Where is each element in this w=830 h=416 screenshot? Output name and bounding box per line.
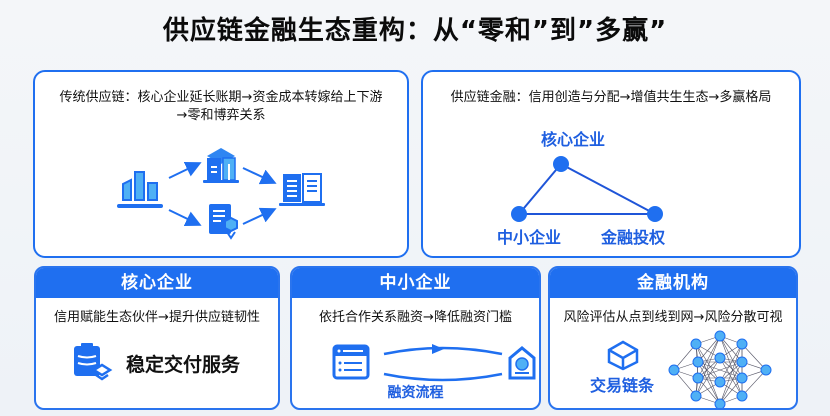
card-subtitle: 信用赋能生态伙伴→提升供应链韧性: [54, 310, 260, 325]
network-graph-icon: [668, 330, 772, 408]
network-node: [736, 372, 748, 384]
network-edge: [719, 343, 743, 405]
network-edge: [719, 335, 743, 363]
bar-chart-icon: [117, 171, 163, 208]
delivery-clipboard-icon: [74, 343, 113, 381]
network-node: [668, 364, 680, 376]
card-header: 中小企业: [292, 268, 539, 298]
traditional-supply-chain-panel: 传统供应链：核心企业延长账期→资金成本转嫁给上下游→零和博弈关系: [33, 70, 409, 258]
arrow-icon: [168, 162, 202, 179]
network-node: [736, 356, 748, 368]
ledger-icon: [279, 173, 325, 206]
card-subtitle: 风险评估从点到线到网→风险分散可视: [563, 310, 783, 325]
network-node: [692, 372, 704, 384]
traditional-flow-diagram: [117, 148, 325, 240]
network-edge: [695, 343, 721, 383]
network-edge: [695, 335, 721, 397]
network-node: [736, 338, 748, 350]
institution-badge-icon: [508, 346, 536, 380]
card-header: 金融机构: [550, 268, 796, 298]
scf-description: 供应链金融：信用创造与分配→增值共生生态→多赢格局: [450, 90, 772, 105]
network-edge: [719, 335, 743, 379]
arrow-icon: [168, 209, 202, 226]
arrow-icon: [432, 344, 444, 354]
network-edge: [673, 343, 697, 371]
arrow-icon: [242, 207, 277, 225]
network-edge: [697, 361, 721, 405]
network-node: [714, 352, 726, 364]
network-node: [690, 390, 702, 402]
factory-icon: [203, 148, 239, 183]
card-subtitle: 依托合作关系融资→降低融资门槛: [319, 310, 512, 325]
network-edge: [719, 357, 743, 397]
node-label-top: 核心企业: [541, 130, 606, 149]
node-label-left: 中小企业: [497, 228, 562, 247]
network-node: [692, 356, 704, 368]
triangle-diagram: [511, 156, 663, 222]
financing-flow-diagram: [332, 344, 536, 382]
card-financial-institution: 金融机构 风险评估从点到线到网→风险分散可视 交易链条: [548, 266, 798, 410]
cube-icon: [607, 340, 639, 371]
page-title: 供应链金融生态重构：从“零和”到”多赢”: [162, 16, 668, 46]
network-edge: [695, 343, 721, 405]
supply-chain-finance-panel: 供应链金融：信用创造与分配→增值共生生态→多赢格局 核心企业 中小企业 金融投权: [421, 70, 801, 258]
card-core-enterprise: 核心企业 信用赋能生态伙伴→提升供应链韧性 稳定交付服务: [34, 266, 280, 410]
network-node: [736, 390, 748, 402]
network-node: [760, 364, 772, 376]
card-feature-label: 交易链条: [590, 376, 655, 395]
triangle-edges: [516, 162, 656, 215]
network-node: [714, 376, 726, 388]
card-sme: 中小企业 依托合作关系融资→降低融资门槛 融资流程: [290, 266, 541, 410]
card-feature-label: 稳定交付服务: [126, 354, 241, 376]
network-edge: [719, 377, 743, 405]
traditional-description: 传统供应链：核心企业延长账期→资金成本转嫁给上下游→零和博弈关系: [59, 90, 383, 123]
form-icon: [332, 344, 370, 380]
card-feature-label: 融资流程: [387, 385, 444, 401]
network-node: [714, 398, 726, 408]
network-node: [714, 330, 726, 342]
network-node: [690, 338, 702, 350]
node-core-enterprise: [553, 156, 569, 172]
network-edge: [741, 369, 767, 397]
node-label-right: 金融投权: [601, 228, 666, 247]
certificate-document-icon: [209, 204, 238, 240]
network-edge: [719, 343, 743, 383]
node-sme: [511, 206, 527, 222]
arrow-icon: [242, 167, 277, 185]
node-finance: [647, 206, 663, 222]
network-edge: [673, 369, 697, 397]
network-edge: [697, 335, 721, 379]
network-edge: [719, 361, 743, 405]
network-edge: [695, 357, 721, 397]
network-edge: [719, 335, 743, 397]
card-header: 核心企业: [36, 268, 278, 298]
network-edge: [741, 343, 767, 371]
